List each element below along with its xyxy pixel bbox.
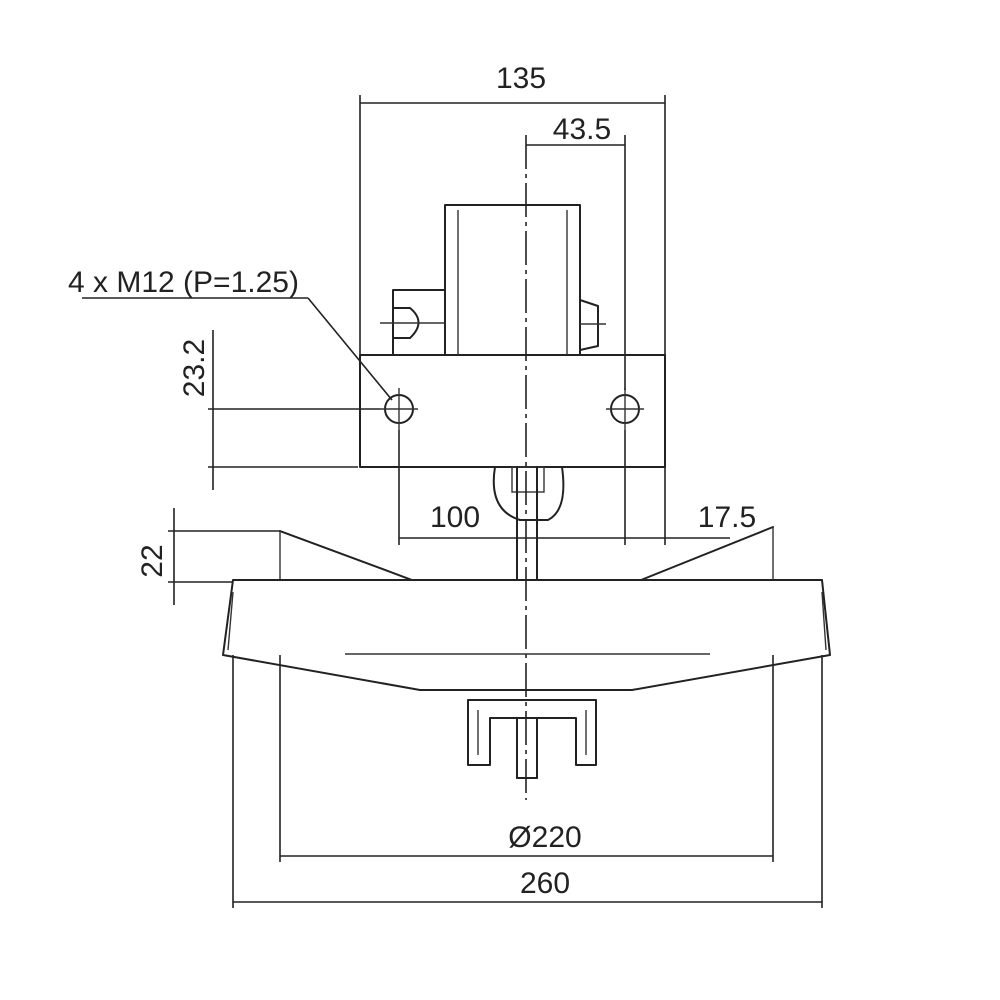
dimension-23-2-label: 23.2 — [178, 339, 211, 397]
dimension-diameter-220: Ø220 — [279, 655, 774, 862]
dimension-100: 100 — [398, 430, 730, 545]
dimension-135-label: 135 — [496, 62, 546, 95]
dimension-22-label: 22 — [136, 544, 169, 577]
dimension-22: 22 — [136, 508, 280, 605]
dimension-260: 260 — [232, 655, 823, 908]
dimension-17-5-label: 17.5 — [698, 501, 756, 534]
thread-callout-label: 4 x M12 (P=1.25) — [68, 266, 299, 299]
dimension-135: 135 — [359, 62, 666, 355]
thread-callout: 4 x M12 (P=1.25) — [68, 266, 393, 401]
dimension-100-label: 100 — [430, 501, 480, 534]
right-clamp — [579, 299, 599, 351]
shaft-clamp — [467, 699, 597, 766]
coupling — [492, 466, 565, 521]
dimension-43-5-label: 43.5 — [553, 113, 611, 146]
dimension-23-2: 23.2 — [178, 330, 380, 490]
dimension-diameter-220-label: Ø220 — [508, 821, 581, 854]
dimension-17-5: 17.5 — [664, 467, 756, 545]
dimension-260-label: 260 — [520, 867, 570, 900]
blade-top — [279, 526, 774, 581]
mounting-block — [359, 204, 666, 581]
dimension-43-5: 43.5 — [526, 113, 626, 390]
upper-body — [444, 204, 581, 356]
mounting-plate — [359, 354, 666, 468]
